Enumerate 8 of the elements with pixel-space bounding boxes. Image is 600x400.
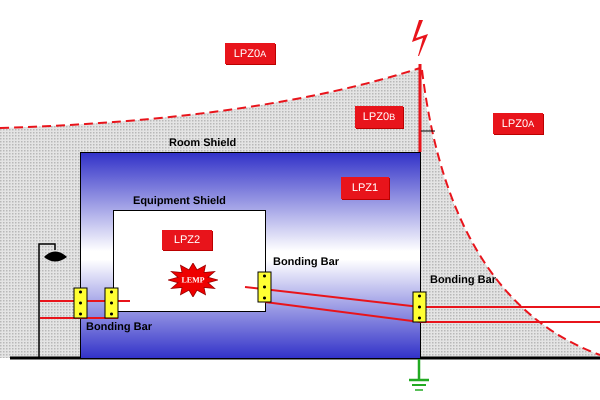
bonding-bar-label: Bonding Bar: [273, 256, 339, 268]
shield-title: Equipment Shield: [133, 195, 226, 207]
bonding-bar-label: Bonding Bar: [86, 321, 152, 333]
zone-label: LPZ1: [341, 177, 389, 199]
bonding-bar-label: Bonding Bar: [430, 274, 496, 286]
shield-title: Room Shield: [169, 137, 236, 149]
zone-label: LPZ2: [162, 230, 212, 250]
lemp-starburst: LEMP: [168, 263, 218, 297]
